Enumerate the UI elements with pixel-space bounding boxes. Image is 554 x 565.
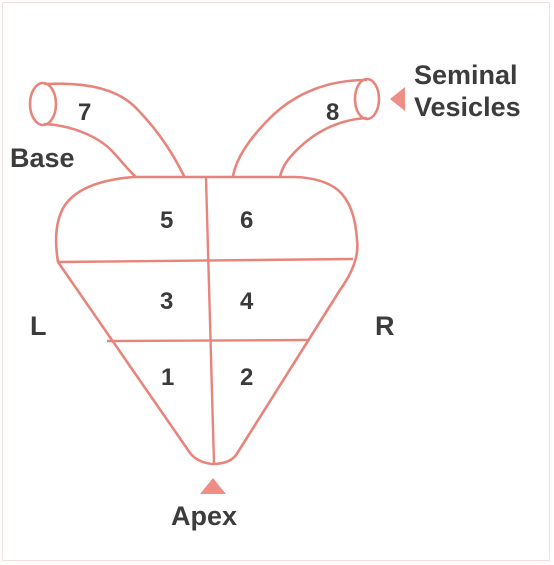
apex-label: Apex [171,501,237,531]
segment-6-label: 6 [240,207,253,234]
segment-5-label: 5 [160,207,173,234]
segment-7-label: 7 [78,99,91,126]
segment-2-label: 2 [240,364,253,391]
right-label: R [375,311,395,341]
right-seminal-vesicle [233,79,379,177]
midline [206,178,214,464]
segment-4-label: 4 [240,288,254,315]
apex-pointer-icon [200,478,226,494]
segment-3-label: 3 [160,288,173,315]
lower-divider [107,340,310,341]
left-label: L [30,311,47,341]
seminal-label-line2: Vesicles [414,92,521,122]
seminal-label-line1: Seminal [414,60,518,90]
upper-divider [58,259,353,262]
segment-1-label: 1 [161,364,174,391]
segment-8-label: 8 [326,99,339,126]
seminal-pointer-icon [390,87,405,111]
base-label: Base [10,143,75,173]
